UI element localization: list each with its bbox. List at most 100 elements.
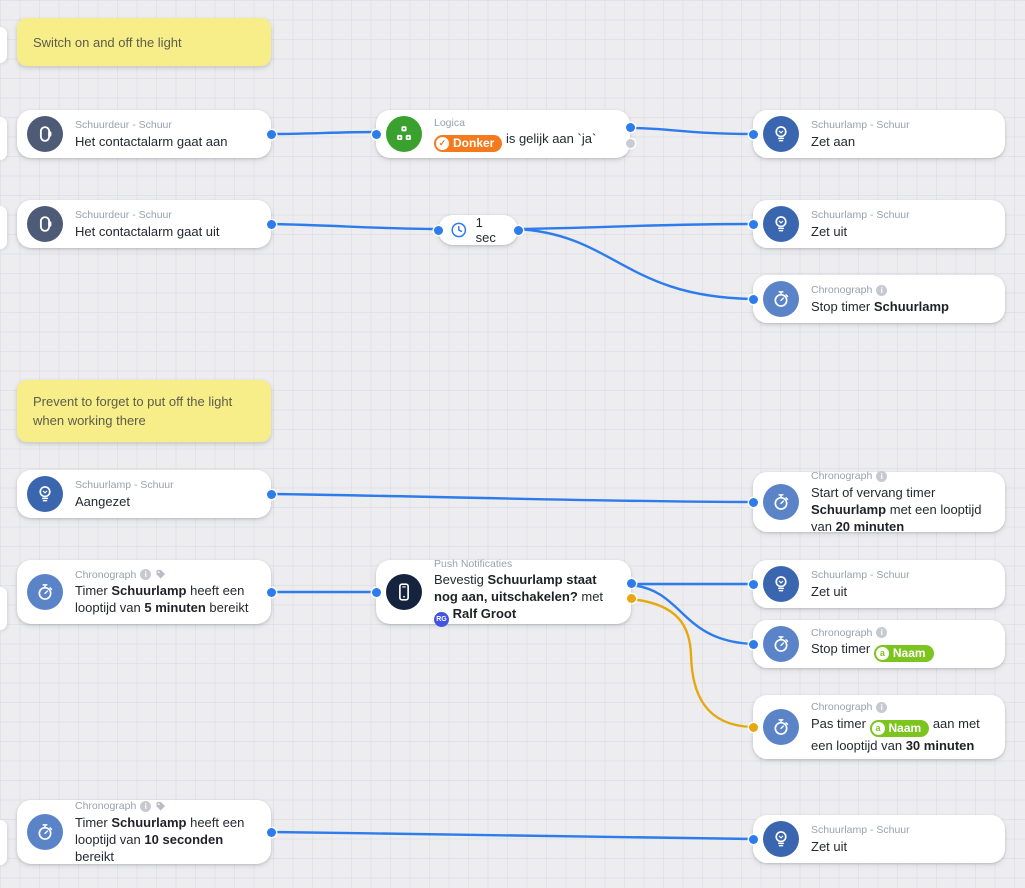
offscreen-card-sliver[interactable] xyxy=(0,117,7,160)
clock-icon xyxy=(451,222,467,238)
output-port-yes[interactable] xyxy=(626,579,636,588)
flow-card-push-notification[interactable]: Push Notificaties Bevestig Schuurlamp st… xyxy=(371,558,636,627)
output-port[interactable] xyxy=(266,827,276,837)
output-port[interactable] xyxy=(266,129,276,139)
input-port[interactable] xyxy=(748,497,758,507)
door-sensor-icon xyxy=(27,116,63,152)
offscreen-card-sliver[interactable] xyxy=(0,27,7,63)
card-app-label: Schuurdeur - Schuur xyxy=(75,119,172,131)
user-avatar: RG xyxy=(434,612,449,627)
input-port[interactable] xyxy=(748,722,758,732)
badge-glyph-icon: a xyxy=(875,647,889,660)
card-app-label: Chronograph xyxy=(811,626,873,639)
stopwatch-icon xyxy=(27,814,63,850)
card-app-label: Schuurlamp - Schuur xyxy=(811,209,910,221)
info-icon[interactable]: i xyxy=(140,569,152,580)
input-port[interactable] xyxy=(748,834,758,844)
output-port[interactable] xyxy=(266,219,276,229)
card-app-label: Schuurlamp - Schuur xyxy=(811,824,910,836)
card-app-label: Schuurdeur - Schuur xyxy=(75,209,172,221)
tag-icon xyxy=(156,569,166,579)
note-text: Prevent to forget to put off the light w… xyxy=(33,394,233,428)
wire-delay-to-stop-timer[interactable] xyxy=(516,227,755,301)
offscreen-card-sliver[interactable] xyxy=(0,206,7,249)
card-title: Zet uit xyxy=(811,583,848,599)
info-icon[interactable]: i xyxy=(876,470,888,482)
card-app-label: Chronograph xyxy=(811,470,873,482)
flow-card-zet-aan[interactable]: Schuurlamp - Schuur Zet aan xyxy=(748,110,1005,158)
wire-push-no-to-pas-timer[interactable] xyxy=(629,597,755,729)
input-port[interactable] xyxy=(433,225,443,235)
stopwatch-icon xyxy=(763,709,799,745)
phone-icon xyxy=(386,574,422,610)
wire-logic-to-zet-aan[interactable] xyxy=(628,126,755,136)
wire-aangezet-to-start-timer[interactable] xyxy=(269,492,755,504)
info-icon[interactable]: i xyxy=(876,284,888,296)
delay-node[interactable]: 1 sec xyxy=(433,215,523,245)
card-title: Start of vervang timer Schuurlamp met ee… xyxy=(811,484,982,534)
lightbulb-icon xyxy=(763,821,799,857)
output-port-false[interactable] xyxy=(625,139,635,148)
offscreen-card-sliver[interactable] xyxy=(0,820,7,865)
flow-card-zet-uit-row2[interactable]: Schuurlamp - Schuur Zet uit xyxy=(748,200,1005,248)
card-title: Stop timer Schuurlamp xyxy=(811,298,949,314)
card-title: Aangezet xyxy=(75,493,130,509)
input-port[interactable] xyxy=(748,579,758,589)
offscreen-card-sliver[interactable] xyxy=(0,587,7,630)
card-title: Zet aan xyxy=(811,133,856,149)
sticky-note[interactable]: Prevent to forget to put off the light w… xyxy=(17,380,271,442)
card-app-label: Chronograph xyxy=(75,568,137,581)
card-title: Zet uit xyxy=(811,223,848,239)
flow-card-timer-5-min[interactable]: Chronograph i Timer Schuurlamp heeft een… xyxy=(17,560,276,624)
wire-contact-off-to-delay[interactable] xyxy=(269,222,440,231)
card-title: Het contactalarm gaat uit xyxy=(75,223,220,239)
card-app-label: Chronograph xyxy=(811,284,873,296)
output-port[interactable] xyxy=(513,225,523,235)
donker-token-badge[interactable]: ✓Donker xyxy=(434,135,503,152)
output-port-true[interactable] xyxy=(625,123,635,132)
wire-push-to-stop-timer-naam[interactable] xyxy=(629,583,755,646)
output-port-no[interactable] xyxy=(626,594,636,603)
note-text: Switch on and off the light xyxy=(33,34,182,50)
card-title: ✓Donker is gelijk aan `ja` xyxy=(434,130,620,152)
info-icon[interactable]: i xyxy=(140,800,152,812)
lightbulb-icon xyxy=(763,116,799,152)
flow-card-timer-10-sec[interactable]: Chronograph i Timer Schuurlamp heeft een… xyxy=(17,800,276,864)
wire-contact-on-to-logic[interactable] xyxy=(269,130,378,136)
input-port[interactable] xyxy=(748,294,758,304)
output-port[interactable] xyxy=(266,587,276,597)
sticky-note[interactable]: Switch on and off the light xyxy=(17,18,271,66)
card-title: Bevestig Schuurlamp staat nog aan, uitsc… xyxy=(434,571,621,627)
info-icon[interactable]: i xyxy=(876,701,888,713)
input-port[interactable] xyxy=(748,219,758,229)
flow-card-stop-timer-schuurlamp[interactable]: Chronograph i Stop timer Schuurlamp xyxy=(748,275,1005,323)
wire-delay-to-zet-uit[interactable] xyxy=(516,222,755,231)
input-port[interactable] xyxy=(748,639,758,649)
flow-card-logic[interactable]: Logica ✓Donker is gelijk aan `ja` xyxy=(371,110,635,158)
card-app-label: Chronograph xyxy=(811,701,873,713)
badge-glyph-icon: a xyxy=(871,721,885,735)
wire-timer10-to-zet-uit[interactable] xyxy=(269,830,755,841)
flow-card-contact-on[interactable]: Schuurdeur - Schuur Het contactalarm gaa… xyxy=(17,110,276,158)
input-port[interactable] xyxy=(371,587,381,597)
output-port[interactable] xyxy=(266,489,276,499)
input-port[interactable] xyxy=(748,129,758,139)
card-app-label: Schuurlamp - Schuur xyxy=(811,569,910,581)
flow-card-start-vervang-timer[interactable]: Chronograph i Start of vervang timer Sch… xyxy=(748,470,1005,534)
stopwatch-icon xyxy=(763,281,799,317)
lightbulb-icon xyxy=(27,476,63,512)
delay-label: 1 sec xyxy=(475,215,496,245)
flow-card-contact-off[interactable]: Schuurdeur - Schuur Het contactalarm gaa… xyxy=(17,200,276,248)
flow-card-zet-uit-row4[interactable]: Schuurlamp - Schuur Zet uit xyxy=(748,560,1005,608)
flow-card-aangezet[interactable]: Schuurlamp - Schuur Aangezet xyxy=(17,470,276,518)
input-port[interactable] xyxy=(371,129,381,139)
flow-card-zet-uit-row5[interactable]: Schuurlamp - Schuur Zet uit xyxy=(748,815,1005,863)
info-icon[interactable]: i xyxy=(876,627,888,638)
